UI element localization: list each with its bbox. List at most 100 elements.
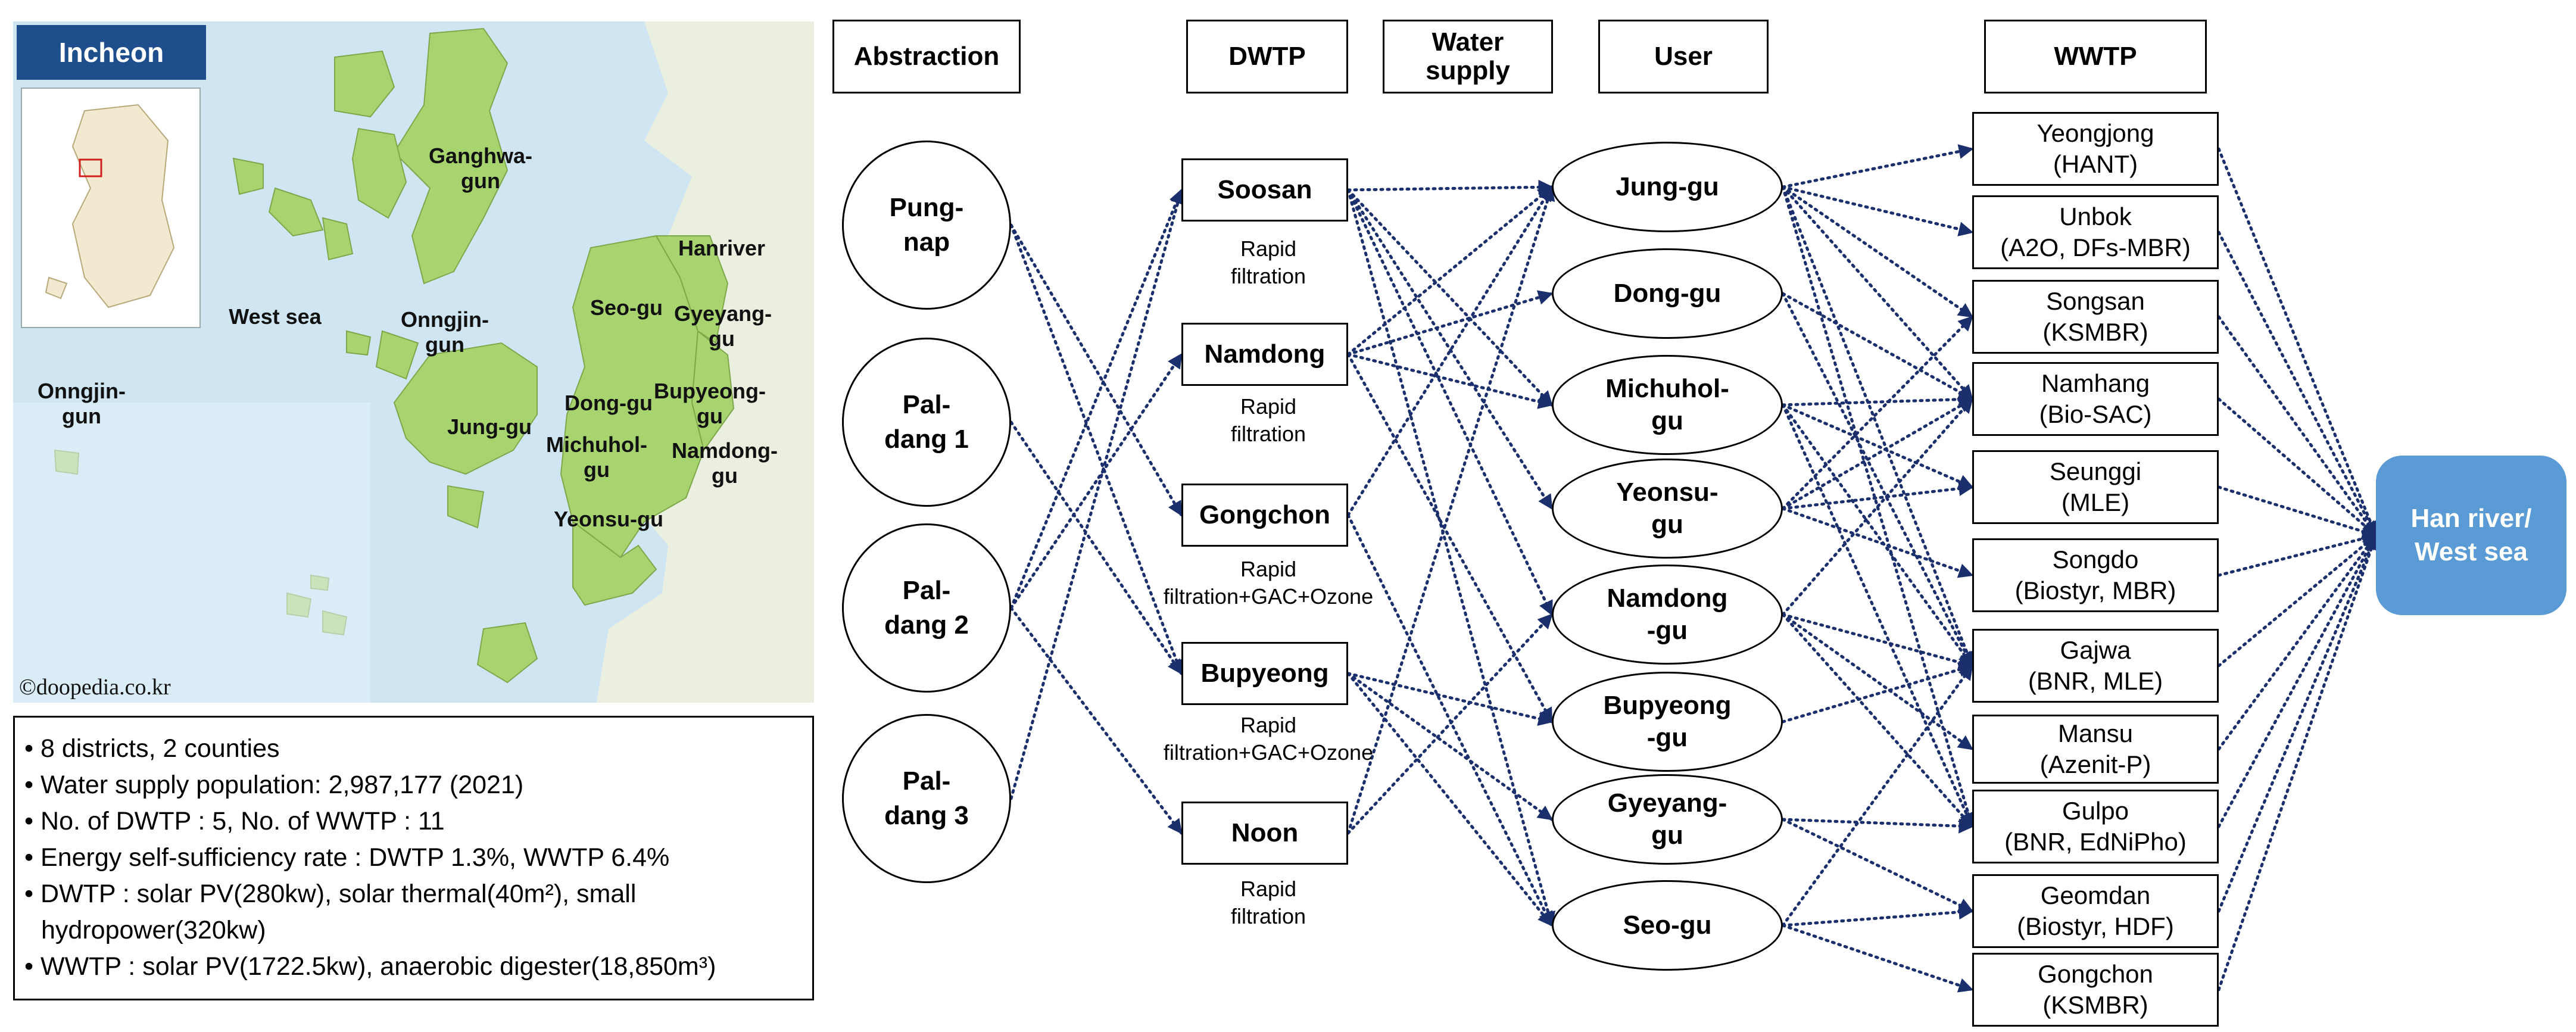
wwtp-node: Mansu (Azenit-P): [1972, 715, 2219, 784]
arrow-user-to-wwtp: [1781, 144, 1974, 189]
map-label-michuhol: Michuhol- gu: [546, 432, 647, 482]
map-label-ganghwa: Ganghwa- gun: [428, 144, 532, 193]
dwtp-process: Rapid filtration: [1230, 394, 1306, 446]
header-wwtp: WWTP: [1984, 20, 2207, 93]
map-label-namdong: Namdong- gu: [672, 438, 778, 488]
info-line: • Energy self-sufficiency rate : DWTP 1.…: [24, 843, 670, 872]
user-node: Bupyeong -gu: [1552, 672, 1783, 772]
wwtp-node: Gajwa (BNR, MLE): [1972, 629, 2219, 703]
abstraction-node: Pal- dang 3: [842, 714, 1011, 883]
user-node: Dong-gu: [1552, 248, 1783, 339]
map-label-hanriver: Hanriver: [678, 236, 766, 260]
arrow-dwtp-to-user: [1346, 185, 1554, 517]
arrow-user-to-wwtp: [1781, 185, 1974, 236]
arrow-dwtp-to-user: [1346, 185, 1554, 356]
arrow-dwtp-to-user: [1346, 353, 1554, 724]
arrow-wwtp-to-outlet: [2217, 534, 2378, 913]
arrow-user-to-wwtp: [1781, 905, 1974, 927]
map-graphic: [13, 21, 814, 703]
arrow-user-to-wwtp: [1781, 397, 1974, 510]
arrow-user-to-wwtp: [1781, 818, 1974, 913]
arrow-wwtp-to-outlet: [2217, 315, 2378, 537]
map-label-dong-gu: Dong-gu: [565, 391, 653, 415]
arrow-wwtp-to-outlet: [2217, 485, 2378, 539]
user-node: Jung-gu: [1552, 142, 1783, 232]
abstraction-node: Pal- dang 1: [842, 338, 1011, 507]
info-box: • 8 districts, 2 counties • Water supply…: [13, 716, 814, 1000]
arrow-abstraction-to-dwtp: [1009, 420, 1183, 675]
map-label-gyeyang: Gyeyang- gu: [674, 301, 772, 351]
arrow-abstraction-to-dwtp: [1009, 188, 1184, 610]
arrow-dwtp-to-user: [1346, 179, 1554, 195]
dwtp-node: Namdong: [1181, 323, 1348, 386]
arrow-user-to-wwtp: [1781, 185, 1974, 401]
info-line: hydropower(320kw): [41, 916, 266, 944]
map-label-jung-gu: Jung-gu: [447, 414, 532, 439]
arrow-user-to-wwtp: [1781, 185, 1974, 319]
abstraction-node: Pung- nap: [842, 141, 1011, 310]
wwtp-node: Seunggi (MLE): [1972, 450, 2219, 524]
arrow-user-to-wwtp: [1781, 924, 1974, 993]
arrow-user-to-wwtp: [1781, 315, 1974, 510]
wwtp-node: Gongchon (KSMBR): [1972, 953, 2219, 1027]
arrow-abstraction-to-dwtp: [1009, 223, 1183, 517]
arrow-user-to-wwtp: [1781, 613, 1974, 751]
arrow-wwtp-to-outlet: [2217, 147, 2378, 537]
info-line: • WWTP : solar PV(1722.5kw), anaerobic d…: [24, 952, 716, 981]
wwtp-node: Namhang (Bio-SAC): [1972, 362, 2219, 436]
dwtp-node: Noon: [1181, 802, 1348, 865]
arrow-wwtp-to-outlet: [2217, 230, 2378, 537]
arrow-user-to-wwtp: [1781, 662, 1974, 724]
arrow-wwtp-to-outlet: [2217, 531, 2378, 577]
user-node: Yeonsu- gu: [1552, 459, 1783, 559]
arrow-abstraction-to-dwtp: [1009, 188, 1185, 800]
info-line: • DWTP : solar PV(280kw), solar thermal(…: [24, 880, 637, 908]
header-user: User: [1598, 20, 1769, 93]
map-credit: ©doopedia.co.kr: [19, 675, 171, 700]
arrow-user-to-wwtp: [1781, 613, 1974, 670]
wwtp-node: Songdo (Biostyr, MBR): [1972, 538, 2219, 612]
wwtp-node: Songsan (KSMBR): [1972, 280, 2219, 354]
arrow-user-to-wwtp: [1781, 392, 1974, 407]
arrow-user-to-wwtp: [1781, 403, 1974, 489]
arrow-abstraction-to-dwtp: [1009, 223, 1184, 675]
dwtp-process: Rapid filtration+GAC+Ozone: [1163, 557, 1374, 609]
arrow-dwtp-to-user: [1346, 613, 1554, 835]
arrow-user-to-wwtp: [1781, 403, 1974, 668]
arrow-user-to-wwtp: [1781, 664, 1974, 927]
incheon-map: Incheon Ganghwa- gun Hanriver West sea O…: [13, 21, 814, 703]
wwtp-node: Geomdan (Biostyr, HDF): [1972, 874, 2219, 948]
arrow-dwtp-to-user: [1346, 188, 1554, 616]
arrow-dwtp-to-user: [1346, 290, 1554, 356]
map-label-onngjin-center: Onngjin- gun: [401, 307, 489, 357]
dwtp-process: Rapid filtration: [1230, 877, 1306, 928]
wwtp-node: Yeongjong (HANT): [1972, 112, 2219, 186]
arrow-abstraction-to-dwtp: [1009, 353, 1183, 610]
arrow-user-to-wwtp: [1781, 292, 1974, 668]
info-line: • Water supply population: 2,987,177 (20…: [24, 771, 524, 799]
map-label-bupyeong: Bupyeong- gu: [654, 379, 766, 428]
dwtp-node: Gongchon: [1181, 484, 1348, 547]
user-node: Seo-gu: [1552, 880, 1783, 971]
arrow-wwtp-to-outlet: [2217, 534, 2378, 751]
dwtp-node: Soosan: [1181, 158, 1348, 222]
map-label-west-sea: West sea: [229, 304, 322, 329]
wwtp-node: Unbok (A2O, DFs-MBR): [1972, 195, 2219, 269]
abstraction-node: Pal- dang 2: [842, 523, 1011, 693]
arrow-abstraction-to-dwtp: [1009, 606, 1183, 835]
user-node: Michuhol- gu: [1552, 355, 1783, 455]
arrow-user-to-wwtp: [1781, 613, 1974, 828]
arrow-wwtp-to-outlet: [2217, 534, 2378, 668]
arrow-user-to-wwtp: [1781, 481, 1974, 510]
arrow-dwtp-to-user: [1346, 353, 1554, 409]
arrow-dwtp-to-user: [1346, 185, 1555, 835]
info-line: • 8 districts, 2 counties: [24, 734, 280, 763]
arrow-dwtp-to-user: [1346, 672, 1554, 927]
arrow-wwtp-to-outlet: [2217, 397, 2378, 537]
arrow-dwtp-to-user: [1346, 188, 1556, 927]
dwtp-process: Rapid filtration+GAC+Ozone: [1163, 713, 1374, 765]
arrow-user-to-wwtp: [1781, 403, 1974, 828]
info-line: • No. of DWTP : 5, No. of WWTP : 11: [24, 807, 445, 835]
arrow-dwtp-to-user: [1346, 513, 1554, 927]
